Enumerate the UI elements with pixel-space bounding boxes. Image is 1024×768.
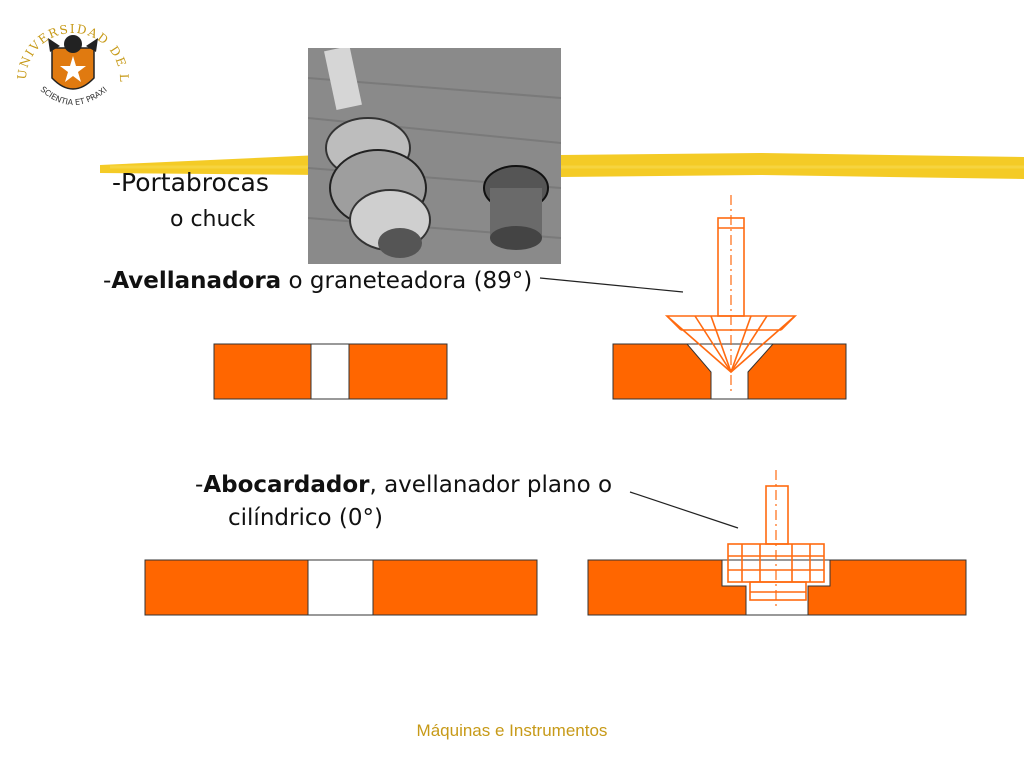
abocardador-rest: , avellanador plano o bbox=[369, 472, 613, 498]
avellanadora-prefix: - bbox=[103, 268, 112, 294]
countersink-tool bbox=[664, 195, 798, 395]
workpiece-drilled-2 bbox=[144, 559, 538, 616]
chuck-photo bbox=[308, 48, 561, 264]
portabrocas-label: -Portabrocas bbox=[112, 168, 269, 197]
chuck-label: o chuck bbox=[170, 207, 256, 232]
abocardador-label-line2: cilíndrico (0°) bbox=[228, 505, 383, 531]
avellanadora-bold: Avellanadora bbox=[111, 268, 282, 294]
leader-line-abocardador bbox=[629, 491, 739, 529]
avellanadora-label: -Avellanadora o graneteadora (89°) bbox=[103, 268, 532, 294]
counterbore-tool bbox=[727, 470, 825, 610]
leader-line-avellanadora bbox=[539, 277, 684, 293]
abocardador-bold: Abocardador bbox=[203, 472, 370, 498]
footer-title: Máquinas e Instrumentos bbox=[416, 721, 608, 740]
abocardador-label: -Abocardador, avellanador plano o bbox=[195, 472, 612, 498]
workpiece-counterbored bbox=[587, 559, 967, 616]
university-logo: UNIVERSIDAD DE LIMA SCIENTIA ET PRAXIS bbox=[10, 8, 130, 107]
workpiece-countersunk bbox=[612, 343, 847, 400]
abocardador-prefix: - bbox=[195, 472, 204, 498]
workpiece-drilled bbox=[213, 343, 448, 400]
crest-icon bbox=[48, 35, 98, 90]
avellanadora-rest: o graneteadora (89°) bbox=[281, 268, 533, 294]
